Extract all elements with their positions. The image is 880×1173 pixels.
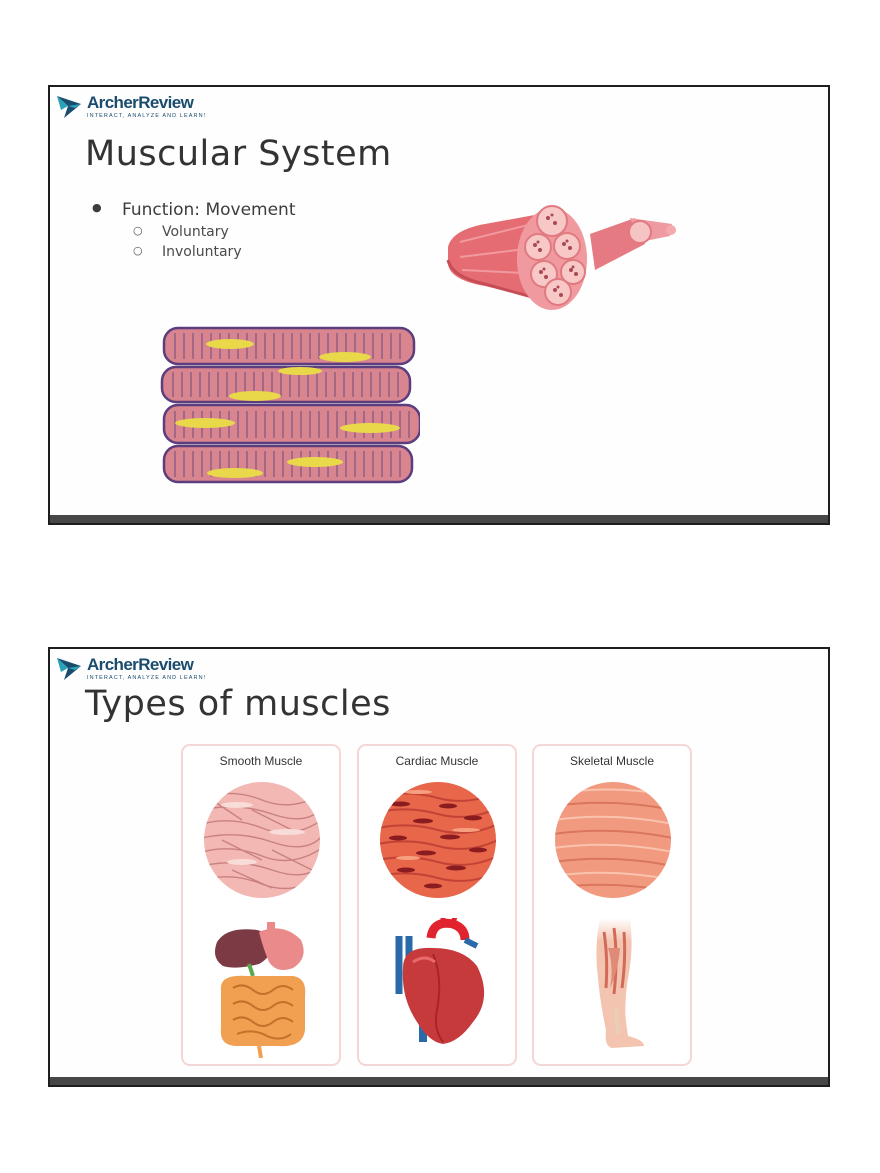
logo-bird-icon: [57, 658, 81, 680]
skeletal-muscle-card: Skeletal Muscle: [532, 744, 692, 1066]
sub-bullet-item: Involuntary: [133, 244, 296, 260]
card-label: Smooth Muscle: [219, 754, 303, 768]
cardiac-muscle-tissue-illustration: [380, 782, 496, 898]
muscle-cells-illustration: [160, 326, 420, 484]
slide-types-of-muscles: ArcherReview INTERACT, ANALYZE AND LEARN…: [48, 647, 830, 1087]
heart-illustration: [395, 918, 485, 1044]
slide-title: Types of muscles: [85, 684, 391, 724]
bullet-item: Function: Movement: [92, 200, 296, 220]
logo-tagline: INTERACT, ANALYZE AND LEARN!: [87, 675, 207, 681]
cardiac-muscle-card: Cardiac Muscle: [357, 744, 517, 1066]
smooth-muscle-tissue-illustration: [204, 782, 320, 898]
smooth-muscle-card: Smooth Muscle: [181, 744, 341, 1066]
archer-review-logo: ArcherReview INTERACT, ANALYZE AND LEARN…: [55, 654, 205, 684]
slide-muscular-system: ArcherReview INTERACT, ANALYZE AND LEARN…: [48, 85, 830, 525]
muscle-fiber-bundle-illustration: [446, 205, 676, 310]
skeletal-muscle-tissue-illustration: [555, 782, 671, 898]
slide-footer-bar: [50, 1077, 828, 1085]
archer-review-logo: ArcherReview INTERACT, ANALYZE AND LEARN…: [55, 92, 205, 122]
slide-title: Muscular System: [85, 134, 392, 174]
digestive-organs-illustration: [215, 922, 306, 1058]
slide-footer-bar: [50, 515, 828, 523]
leg-muscle-illustration: [596, 918, 644, 1048]
logo-wordmark: ArcherReview: [87, 655, 194, 674]
logo-bird-icon: [57, 96, 81, 118]
card-label: Skeletal Muscle: [569, 754, 655, 768]
bullet-list: Function: Movement Voluntary Involuntary: [92, 200, 296, 260]
logo-wordmark: ArcherReview: [87, 93, 194, 112]
logo-tagline: INTERACT, ANALYZE AND LEARN!: [87, 113, 207, 119]
sub-bullet-item: Voluntary: [133, 224, 296, 240]
card-label: Cardiac Muscle: [395, 754, 479, 768]
